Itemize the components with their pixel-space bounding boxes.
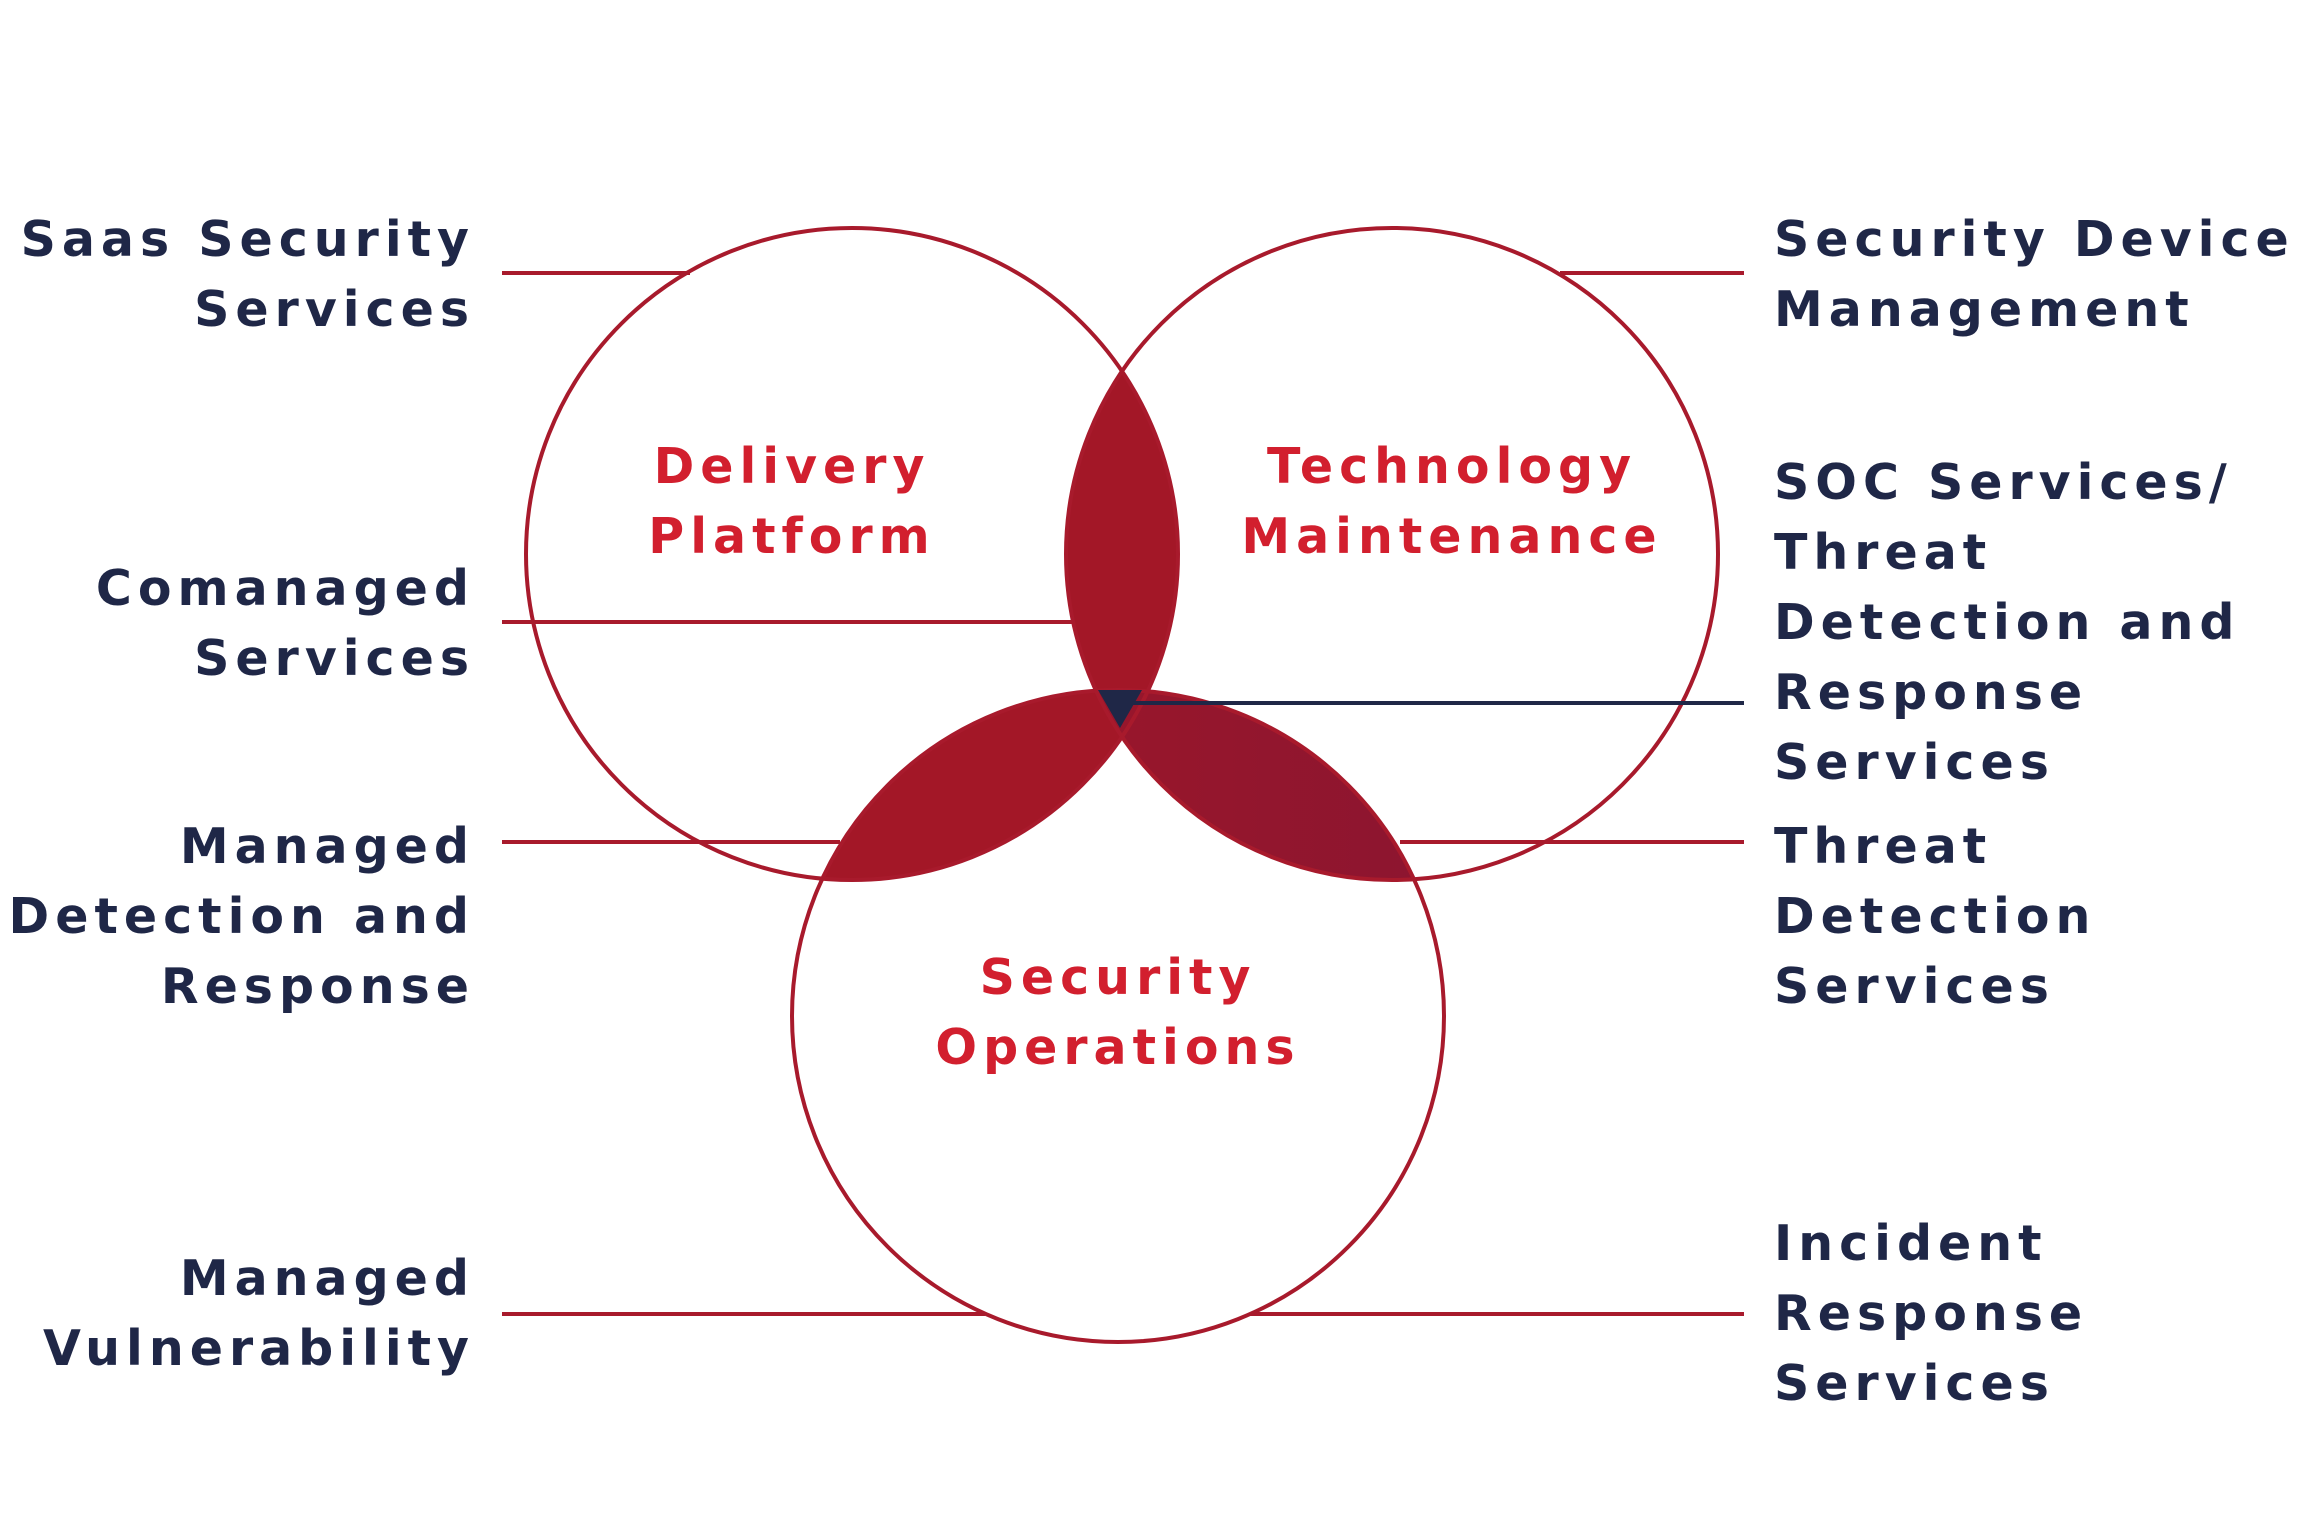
circle-delivery-platform xyxy=(524,226,1180,882)
circle-label-delivery-platform: Delivery Platform xyxy=(648,438,936,565)
circle-label-security-operations: Security Operations xyxy=(935,949,1301,1076)
service-label-comanaged: Comanaged Services xyxy=(95,560,475,687)
service-label-soc: SOC Services/ Threat Detection and Respo… xyxy=(1774,454,2241,791)
service-label-threat-detection: Threat Detection Services xyxy=(1774,818,2097,1015)
service-label-device-management: Security Device Management xyxy=(1774,211,2295,338)
service-label-saas-security: Saas Security Services xyxy=(20,211,475,338)
overlap-delivery-security xyxy=(792,690,1178,880)
circle-label-technology-maintenance: Technology Maintenance xyxy=(1241,438,1663,565)
overlap-technology-security xyxy=(1066,690,1444,880)
service-label-vulnerability: Managed Vulnerability xyxy=(42,1250,475,1377)
center-intersection-marker xyxy=(1098,690,1142,728)
service-label-mdr: Managed Detection and Response xyxy=(8,818,475,1015)
service-label-incident-response: Incident Response Services xyxy=(1774,1215,2089,1412)
circle-technology-maintenance xyxy=(1064,226,1720,882)
